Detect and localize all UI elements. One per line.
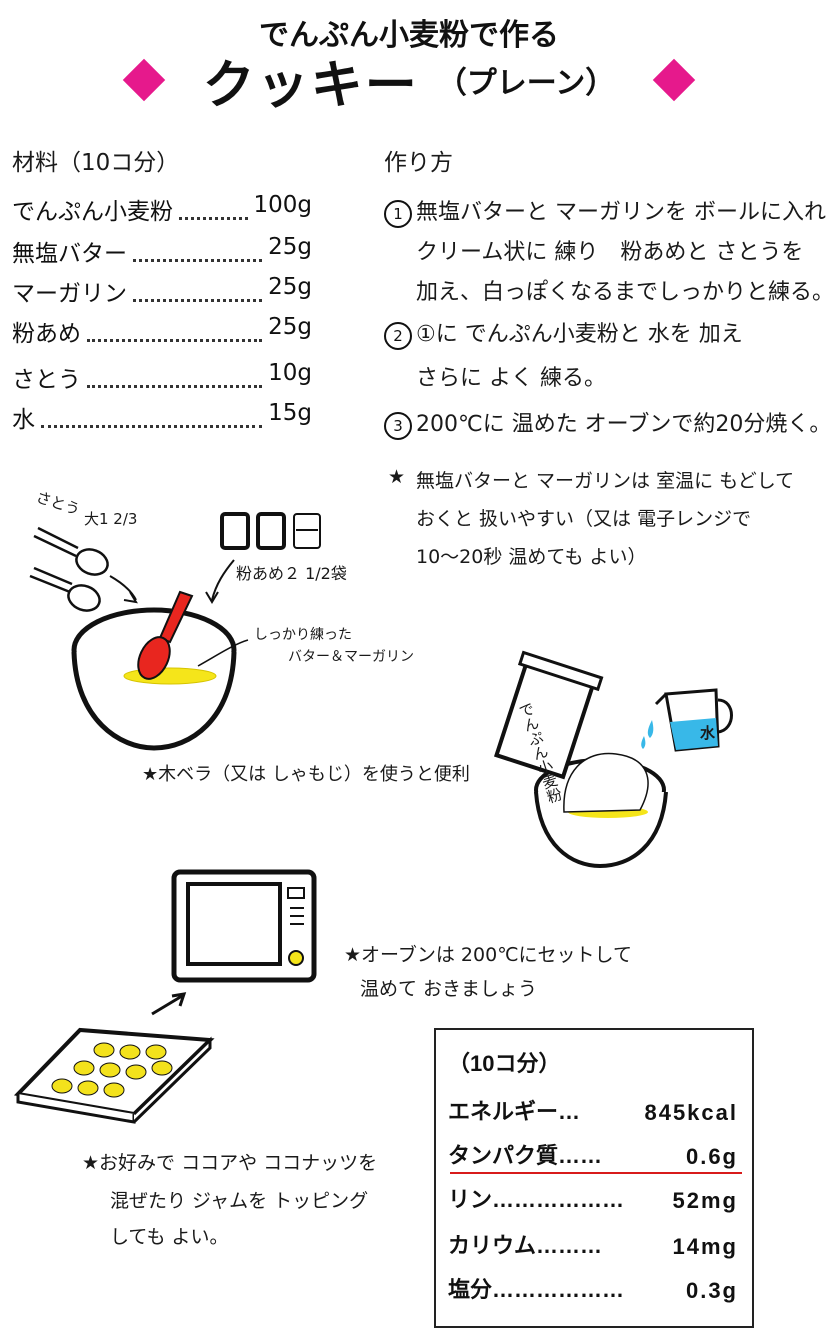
ingredient-amount: 25g — [268, 234, 312, 260]
ingredient-amount: 25g — [268, 274, 312, 300]
step-text: 無塩バターと マーガリンを ボールに入れ — [416, 200, 826, 225]
page-title-variant: （プレーン） — [436, 66, 616, 101]
title-row: クッキー （プレーン） — [0, 48, 818, 116]
syrup-label: 粉あめ２ 1/2袋 — [236, 564, 347, 583]
nutrient-name: タンパク質…… — [448, 1143, 603, 1168]
water-measuring-cup-icon — [654, 688, 733, 752]
tip-text: 10〜20秒 温めても よい） — [416, 546, 647, 568]
ingredient-name: さとう — [12, 367, 81, 393]
leader-dots — [87, 314, 263, 342]
baking-tray-illustration — [13, 992, 215, 1124]
ingredient-amount: 100g — [253, 192, 313, 218]
water-label: 水 — [700, 724, 716, 742]
nutrition-box: （10コ分） エネルギー… 845kcal タンパク質…… 0.6g リン……………… — [434, 1028, 754, 1328]
bowl-icon — [71, 607, 237, 751]
arrow-icon — [151, 994, 183, 1016]
tray-note: しても よい。 — [110, 1226, 229, 1248]
tip-text: おくと 扱いやすい（又は 電子レンジで — [416, 508, 752, 530]
nutrition-row: カリウム……… 14mg — [448, 1226, 738, 1260]
nutrition-row: タンパク質…… 0.6g — [448, 1136, 738, 1170]
step-text: さらに よく 練る。 — [416, 366, 606, 391]
nutrient-value: 14mg — [672, 1234, 738, 1259]
ingredient-row: さとう 10g — [12, 360, 312, 400]
step-number-badge: 2 — [384, 322, 412, 350]
ingredient-amount: 15g — [268, 400, 312, 426]
butter-label: バター＆マーガリン — [288, 649, 414, 665]
ingredient-amount: 25g — [268, 314, 312, 340]
step-number-badge: 1 — [384, 200, 412, 228]
ingredient-name: でんぷん小麦粉 — [12, 199, 173, 225]
spatula-note: ★木ベラ（又は しゃもじ）を使うと便利 — [142, 764, 470, 785]
butter-label: しっかり練った — [254, 627, 352, 643]
nutrient-value: 0.3g — [685, 1278, 738, 1303]
ingredient-name: マーガリン — [12, 281, 127, 307]
wooden-spatula-icon — [137, 590, 194, 680]
oven-note: ★オーブンは 200℃にセットして — [344, 944, 632, 966]
method-heading: 作り方 — [384, 150, 453, 176]
step-text: 200℃に 温めた オーブンで約20分焼く。 — [416, 412, 832, 437]
bowl-icon — [534, 752, 668, 869]
ingredient-row: 水 15g — [12, 400, 312, 440]
step-number-badge: 3 — [384, 412, 412, 440]
leader-dots — [133, 274, 263, 302]
step-text: クリーム状に 練り 粉あめと さとうを — [416, 240, 804, 265]
oven-note: 温めて おきましょう — [360, 978, 538, 1000]
flour-water-illustration — [493, 650, 733, 869]
syrup-packet-icon — [220, 512, 321, 550]
ingredient-row: 粉あめ 25g — [12, 314, 312, 354]
tray-note: 混ぜたり ジャムを トッピング — [110, 1190, 369, 1212]
nutrient-name: エネルギー… — [448, 1099, 581, 1124]
nutrient-name: 塩分……………… — [448, 1277, 625, 1302]
diamond-left-icon — [122, 58, 165, 102]
ingredients-heading: 材料（10コ分） — [12, 150, 180, 176]
nutrient-value: 0.6g — [685, 1144, 738, 1169]
step-text: ①に でんぷん小麦粉と 水を 加え — [416, 322, 743, 347]
ingredient-row: でんぷん小麦粉 100g — [12, 192, 312, 232]
nutrient-name: カリウム……… — [448, 1233, 603, 1258]
highlight-underline — [450, 1172, 742, 1174]
tip-text: 無塩バターと マーガリンは 室温に もどして — [416, 470, 795, 492]
nutrition-row: リン……………… 52mg — [448, 1180, 738, 1214]
nutrition-row: エネルギー… 845kcal — [448, 1092, 738, 1126]
nutrient-name: リン……………… — [448, 1187, 625, 1212]
ingredient-row: 無塩バター 25g — [12, 234, 312, 274]
leader-dots — [179, 192, 248, 220]
ingredient-name: 無塩バター — [12, 241, 127, 267]
nutrient-value: 52mg — [672, 1188, 738, 1213]
arrow-icon — [211, 559, 235, 601]
cookie-icon — [51, 1042, 173, 1098]
ingredient-row: マーガリン 25g — [12, 274, 312, 314]
leader-dots — [87, 360, 263, 388]
nutrition-heading: （10コ分） — [448, 1051, 561, 1076]
ingredient-name: 粉あめ — [12, 321, 81, 347]
page-title: クッキー — [202, 55, 419, 116]
page-subtitle: でんぷん小麦粉で作る — [259, 18, 559, 53]
tray-note: ★お好みで ココアや ココナッツを — [82, 1152, 378, 1174]
oven-icon — [171, 869, 317, 983]
flour-bag-icon — [493, 650, 604, 780]
ingredient-name: 水 — [12, 407, 35, 433]
mixing-bowl-illustration — [29, 512, 321, 751]
leader-dots — [41, 400, 263, 428]
sugar-amount-label: 大1 2/3 — [84, 510, 138, 528]
arrow-icon — [109, 575, 137, 601]
step-text: 加え、白っぽくなるまでしっかりと練る。 — [416, 280, 834, 305]
diamond-right-icon — [653, 58, 696, 102]
leader-dots — [133, 234, 263, 262]
measuring-spoon-icon — [29, 526, 109, 612]
water-drop-icon — [647, 720, 654, 738]
oven-illustration — [171, 869, 317, 983]
nutrient-value: 845kcal — [644, 1100, 738, 1125]
nutrition-row: 塩分……………… 0.3g — [448, 1270, 738, 1304]
ingredient-amount: 10g — [268, 360, 312, 386]
star-icon: ★ — [388, 466, 406, 488]
